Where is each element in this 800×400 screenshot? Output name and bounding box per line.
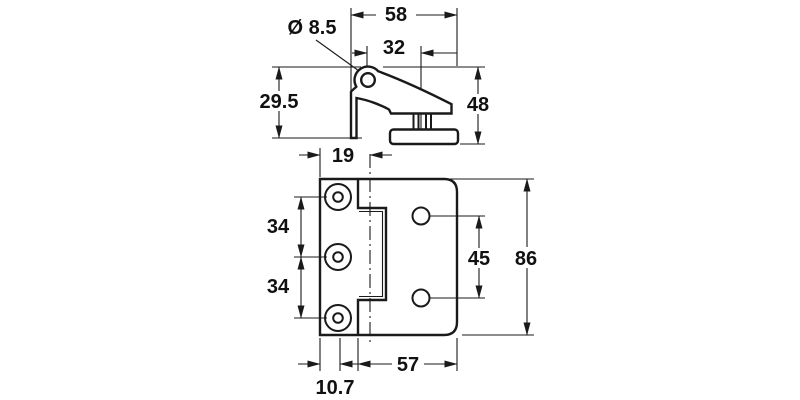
mounting-foot: [388, 128, 460, 146]
pivot-hole: [360, 71, 377, 88]
dim-plate-height: 86: [448, 178, 545, 336]
plain-hole: [411, 206, 431, 226]
dim-label-29.5: 29.5: [260, 91, 299, 113]
dim-overall-width: 58: [350, 3, 458, 26]
dim-label-diameter: Ø 8.5: [288, 17, 337, 39]
dim-screw-pitch: 34 34: [267, 196, 327, 319]
dim-edge-to-screw-line: 10.7: [298, 338, 362, 399]
dim-label-86: 86: [515, 248, 537, 270]
dim-label-58: 58: [385, 4, 407, 26]
plain-holes: [411, 206, 431, 308]
dim-overall-height: 48: [461, 66, 495, 145]
dim-label-48: 48: [467, 94, 489, 116]
dim-label-34-upper: 34: [267, 216, 290, 238]
screw-hole-center: [332, 312, 344, 324]
front-view: 19 34 34 45 86: [267, 145, 545, 399]
hinge-side-profile: [349, 65, 460, 146]
dim-label-57: 57: [397, 354, 419, 376]
screw-hole-center: [332, 191, 344, 203]
dim-label-45: 45: [468, 248, 490, 270]
dim-edge-to-axis: 19: [299, 145, 392, 177]
knuckle-step: [356, 180, 388, 334]
dim-plate-width: 57: [357, 338, 458, 376]
knuckle-step-inner: [359, 210, 384, 298]
dim-right-holes-pitch: 45: [429, 215, 495, 299]
side-view: 58 32 29.5 48 Ø 8.5: [252, 3, 495, 146]
hinge-arm-outline: [349, 65, 453, 140]
plain-hole: [411, 288, 431, 308]
dim-leaf-height: 29.5: [252, 66, 306, 139]
dim-pivot-to-stem: 32: [352, 37, 457, 59]
dim-label-19: 19: [332, 145, 354, 167]
dim-label-10.7: 10.7: [316, 377, 355, 399]
screw-hole-center: [332, 251, 344, 263]
dim-label-32: 32: [383, 37, 405, 59]
screw-holes: [324, 183, 352, 332]
dim-label-34-lower: 34: [267, 276, 290, 298]
